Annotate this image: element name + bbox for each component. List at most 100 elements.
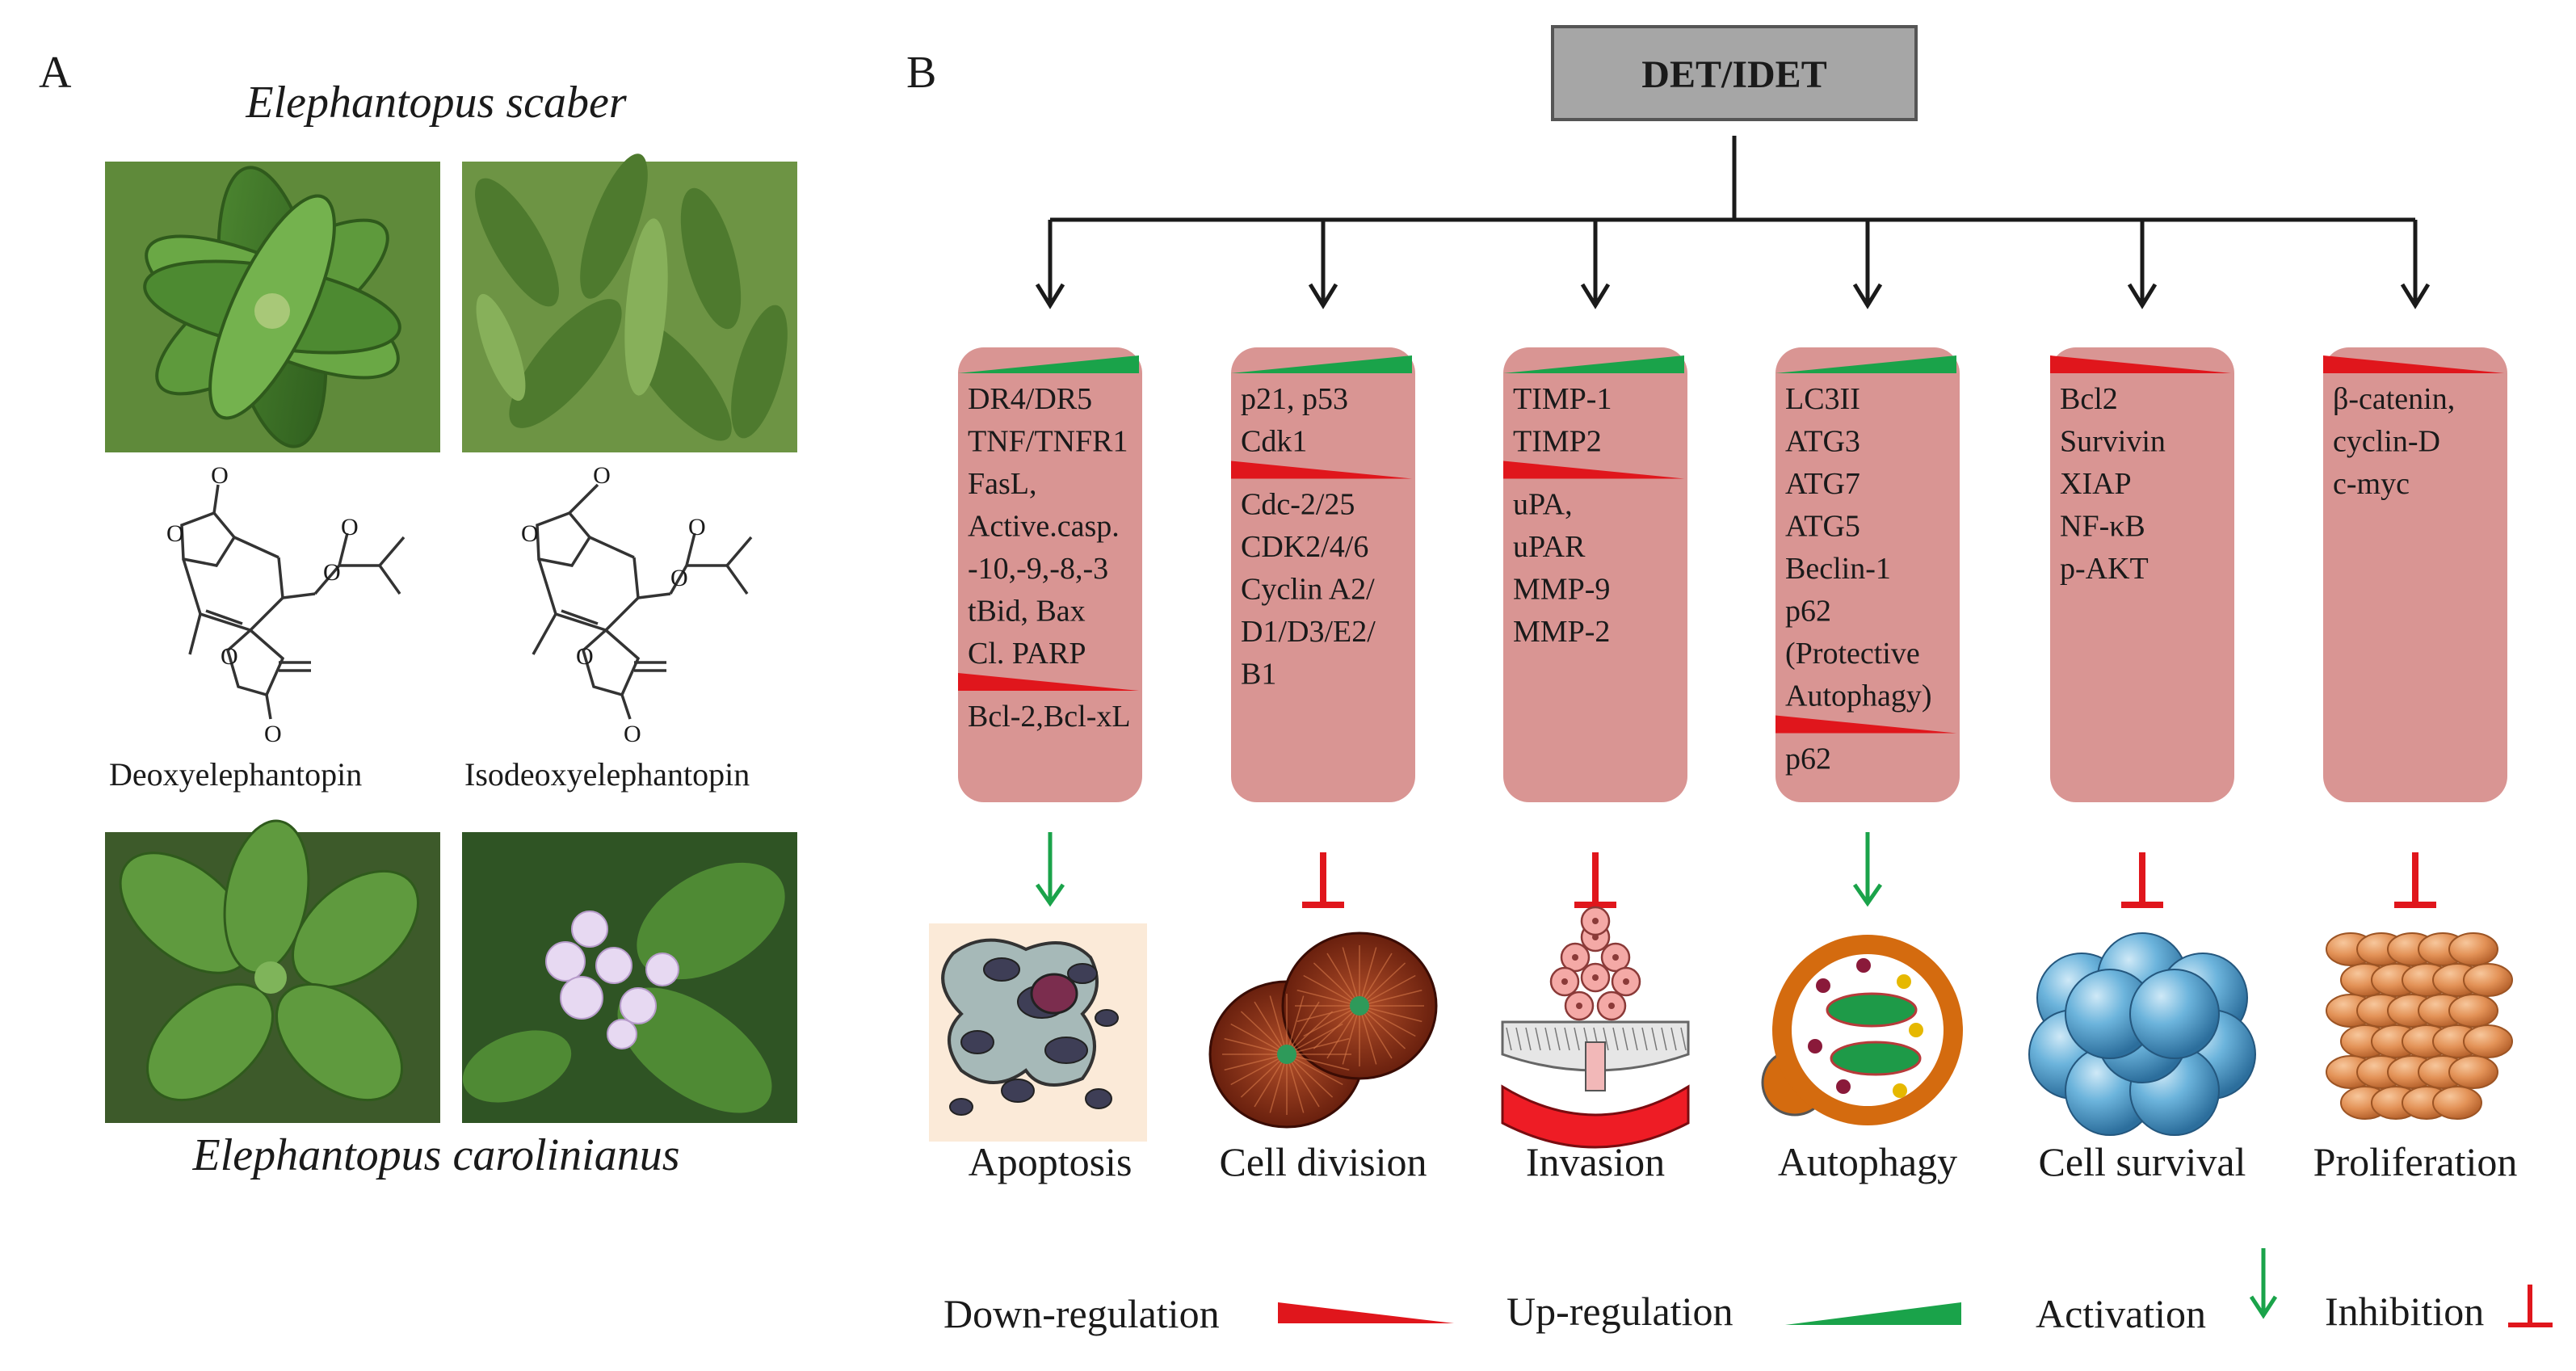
marker-label: ATG5 (1785, 510, 1860, 544)
up-regulation-wedge (1503, 355, 1684, 373)
marker-label: ATG7 (1785, 467, 1860, 501)
pathway-box (2323, 347, 2507, 802)
down-regulation-wedge (2323, 355, 2504, 373)
svg-text:O: O (221, 643, 238, 670)
outcome-label: Invasion (1526, 1139, 1665, 1184)
legend-activation-label: Activation (2036, 1291, 2206, 1336)
marker-label: CDK2/4/6 (1241, 530, 1368, 564)
legend-up-wedge (1785, 1302, 1961, 1325)
marker-label: ATG3 (1785, 425, 1860, 459)
svg-text:O: O (624, 721, 641, 747)
marker-label: Bcl-2,Bcl-xL (968, 700, 1131, 734)
marker-label: Cdc-2/25 (1241, 488, 1355, 522)
marker-label: Cyclin A2/ (1241, 573, 1375, 607)
activation-arrowhead (1852, 883, 1883, 907)
legend-down-label: Down-regulation (943, 1291, 1220, 1336)
svg-text:O: O (264, 721, 282, 747)
outcome-label: Autophagy (1778, 1139, 1957, 1184)
legend-activation-arrow (2249, 1248, 2278, 1319)
compound-label-deoxyelephantopin: Deoxyelephantopin (109, 756, 362, 793)
marker-label: p21, p53 (1241, 382, 1348, 416)
pathway-box (1775, 347, 1960, 802)
svg-text:O: O (593, 462, 611, 489)
orange-cell-cluster-icon (2326, 932, 2513, 1120)
legend-down-wedge (1278, 1302, 1454, 1323)
marker-label: NF-κB (2060, 510, 2145, 544)
marker-label: p62 (1785, 742, 1831, 776)
marker-label: TNF/TNFR1 (968, 425, 1128, 459)
root-node: DET/IDET (1551, 25, 1918, 121)
marker-label: Cl. PARP (968, 637, 1086, 671)
panel-a-letter: A (39, 48, 72, 98)
marker-label: MMP-9 (1513, 573, 1610, 607)
marker-label: p62 (1785, 595, 1831, 629)
marker-label: Cdk1 (1241, 425, 1307, 459)
marker-label: Active.casp. (968, 510, 1120, 544)
svg-text:O: O (323, 559, 341, 586)
svg-text:O: O (166, 520, 184, 547)
legend-inhibition-label: Inhibition (2325, 1289, 2484, 1334)
branch-arrowhead (1308, 283, 1338, 309)
svg-text:O: O (688, 514, 706, 540)
isodeoxyelephantopin-structure (532, 483, 753, 720)
root-box (1551, 25, 1918, 121)
species-title-top: Elephantopus scaber (245, 78, 626, 128)
pathway-box (1231, 347, 1415, 802)
panel-b: B DET/IDET DR4/DR5TNF/TNFR1FasL,Active.c… (906, 25, 2553, 1336)
panel-a: A Elephantopus scaber (39, 48, 797, 1180)
marker-label: Bcl2 (2060, 382, 2118, 416)
dividing-cell-icon (1208, 932, 1438, 1129)
marker-label: Survivin (2060, 425, 2166, 459)
blue-cell-cluster-icon (2028, 932, 2256, 1136)
deoxyelephantopin-structure (180, 484, 406, 720)
branch-arrowhead (1580, 283, 1611, 309)
legend: Down-regulation Up-regulation Activation… (943, 1248, 2553, 1336)
marker-label: uPAR (1513, 530, 1586, 564)
marker-label: (Protective (1785, 637, 1920, 671)
svg-text:O: O (521, 520, 539, 547)
legend-inhibition-mark (2508, 1285, 2553, 1327)
up-regulation-wedge (958, 355, 1139, 373)
branch-arrowhead (2400, 283, 2431, 309)
svg-text:O: O (576, 643, 594, 670)
marker-label: c-myc (2333, 467, 2410, 501)
marker-label: uPA, (1513, 488, 1573, 522)
apoptosis-cells-icon (929, 923, 1147, 1142)
marker-label: cyclin-D (2333, 425, 2440, 459)
marker-label: tBid, Bax (968, 595, 1086, 629)
svg-text:O: O (341, 514, 359, 540)
svg-text:O: O (211, 462, 229, 489)
connector-tree (1050, 136, 2415, 222)
pathway-column-autophagy: LC3IIATG3ATG7ATG5Beclin-1p62(ProtectiveA… (1761, 220, 1963, 1184)
pathway-column-apoptosis: DR4/DR5TNF/TNFR1FasL,Active.casp.-10,-9,… (929, 220, 1147, 1184)
field-plants-photo (462, 154, 797, 452)
branch-arrowhead (1852, 283, 1883, 309)
branch-arrowhead (2127, 283, 2158, 309)
activation-arrowhead (1035, 883, 1065, 907)
marker-label: TIMP2 (1513, 425, 1602, 459)
marker-label: XIAP (2060, 467, 2132, 501)
up-regulation-wedge (1775, 355, 1956, 373)
down-regulation-wedge (1231, 461, 1412, 479)
isodeoxyelephantopin-atoms: O O O O O O (521, 462, 706, 747)
marker-label: TIMP-1 (1513, 382, 1612, 416)
leaf-rosette-photo (105, 162, 440, 452)
marker-label: DR4/DR5 (968, 382, 1092, 416)
species-title-bottom: Elephantopus carolinianus (191, 1130, 679, 1180)
marker-label: Beclin-1 (1785, 552, 1891, 586)
outcome-label: Apoptosis (969, 1139, 1133, 1184)
broadleaf-plant-photo (105, 819, 440, 1123)
marker-label: p-AKT (2060, 552, 2149, 586)
marker-label: MMP-2 (1513, 615, 1610, 649)
down-regulation-wedge (2050, 355, 2231, 373)
panel-b-letter: B (906, 48, 936, 98)
compound-label-isodeoxyelephantopin: Isodeoxyelephantopin (464, 756, 750, 793)
outcome-label: Cell survival (2039, 1139, 2246, 1184)
deoxyelephantopin-atoms: O O O O O O (166, 462, 359, 747)
root-label: DET/IDET (1641, 53, 1826, 96)
